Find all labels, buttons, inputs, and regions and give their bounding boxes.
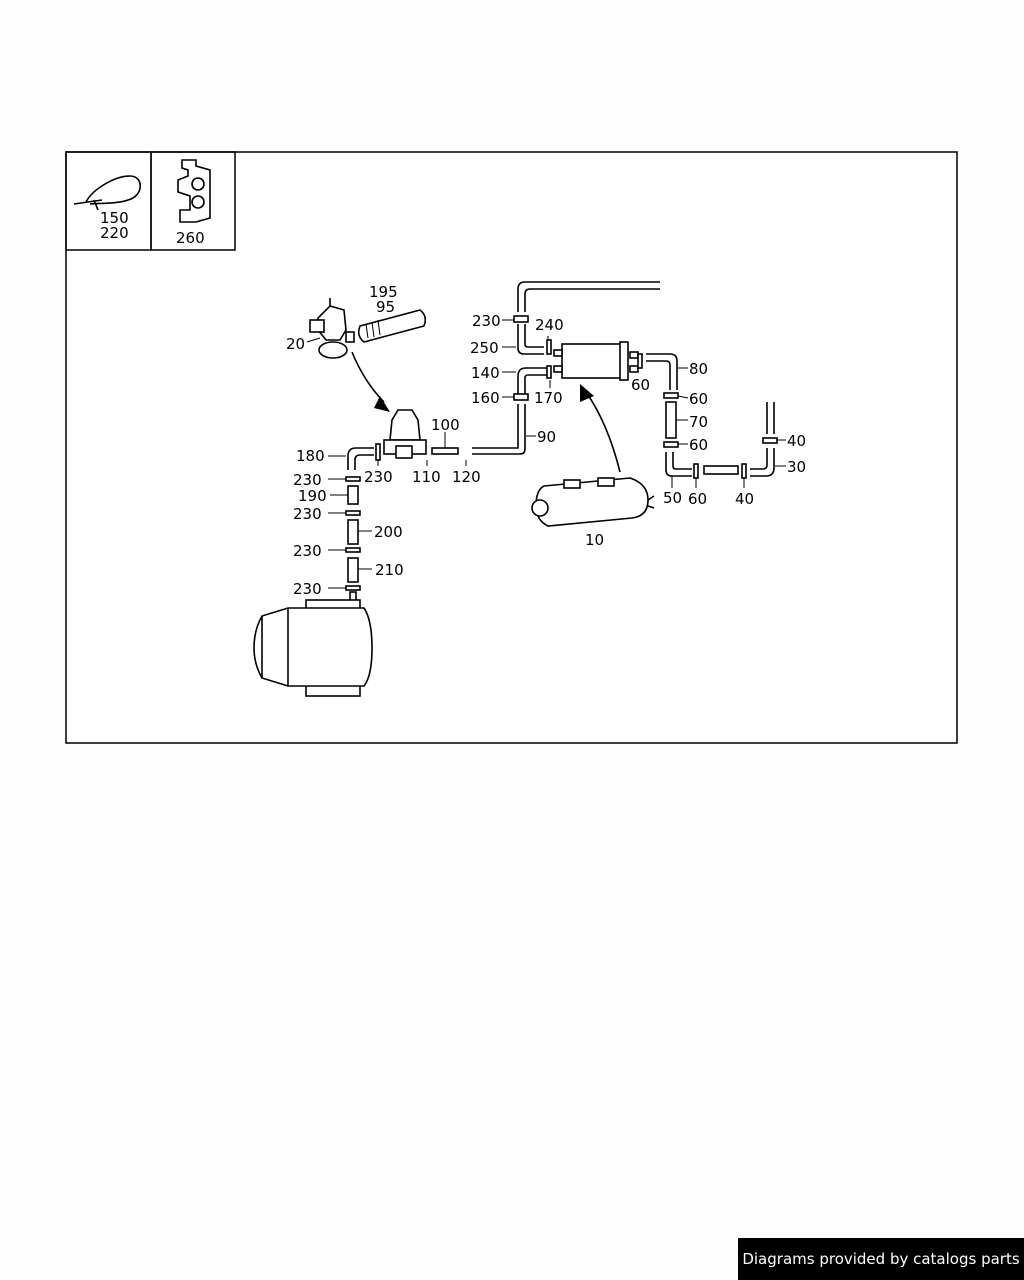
pipe-90 bbox=[472, 404, 526, 455]
callout-95: 95 bbox=[376, 298, 395, 316]
callout-230-top: 230 bbox=[472, 312, 501, 330]
callout-250: 250 bbox=[470, 339, 499, 357]
callout-170: 170 bbox=[534, 389, 563, 407]
fitting-assembly bbox=[383, 409, 427, 459]
credit-text: Diagrams provided by catalogs parts bbox=[742, 1250, 1020, 1268]
valve-20 bbox=[309, 298, 355, 359]
elbow-30 bbox=[750, 448, 775, 477]
canister-10 bbox=[531, 477, 655, 527]
callout-50: 50 bbox=[663, 489, 682, 507]
legend-box-bracket bbox=[150, 151, 236, 251]
callout-10: 10 bbox=[585, 531, 604, 549]
credit-footer: Diagrams provided by catalogs parts bbox=[738, 1238, 1024, 1280]
filter-canister bbox=[553, 341, 639, 381]
pipe-190 bbox=[347, 485, 359, 505]
callout-60-d: 60 bbox=[688, 490, 707, 508]
callout-230-e: 230 bbox=[293, 542, 322, 560]
elbow-250 bbox=[517, 324, 544, 355]
callout-40-a: 40 bbox=[787, 432, 806, 450]
pipe-200 bbox=[347, 519, 359, 545]
callout-230-d: 230 bbox=[293, 505, 322, 523]
elbow-180 bbox=[347, 447, 374, 470]
pipe-100 bbox=[431, 447, 459, 455]
callout-180: 180 bbox=[296, 447, 325, 465]
elbow-140 bbox=[517, 367, 548, 394]
callout-230-c: 230 bbox=[293, 471, 322, 489]
callout-200: 200 bbox=[374, 523, 403, 541]
callout-110: 110 bbox=[412, 468, 441, 486]
filter-mesh-95 bbox=[357, 309, 427, 343]
callout-40-b: 40 bbox=[735, 490, 754, 508]
cable-tie-icon bbox=[73, 175, 142, 211]
bracket-icon bbox=[177, 159, 211, 223]
callout-20: 20 bbox=[286, 335, 305, 353]
legend-label-260: 260 bbox=[176, 229, 205, 247]
callout-80: 80 bbox=[689, 360, 708, 378]
elbow-80 bbox=[646, 353, 678, 390]
callout-60-c: 60 bbox=[689, 436, 708, 454]
callout-230-f: 230 bbox=[293, 580, 322, 598]
callout-70: 70 bbox=[689, 413, 708, 431]
callout-190: 190 bbox=[298, 487, 327, 505]
callout-195: 195 bbox=[369, 283, 398, 301]
callout-90: 90 bbox=[537, 428, 556, 446]
top-pipe bbox=[517, 281, 660, 312]
arrow-canister bbox=[585, 391, 621, 473]
callout-60-a: 60 bbox=[631, 376, 650, 394]
callout-140: 140 bbox=[471, 364, 500, 382]
callout-160: 160 bbox=[471, 389, 500, 407]
engine-block bbox=[253, 599, 373, 697]
callout-210: 210 bbox=[375, 561, 404, 579]
callout-230-b: 230 bbox=[364, 468, 393, 486]
callout-60-b: 60 bbox=[689, 390, 708, 408]
legend-label-220: 220 bbox=[100, 224, 129, 242]
callout-30: 30 bbox=[787, 458, 806, 476]
pipe-70 bbox=[665, 401, 677, 439]
callout-100: 100 bbox=[431, 416, 460, 434]
pipe-210 bbox=[347, 557, 359, 583]
legend-label-150: 150 bbox=[100, 209, 129, 227]
callout-120: 120 bbox=[452, 468, 481, 486]
callout-240: 240 bbox=[535, 316, 564, 334]
